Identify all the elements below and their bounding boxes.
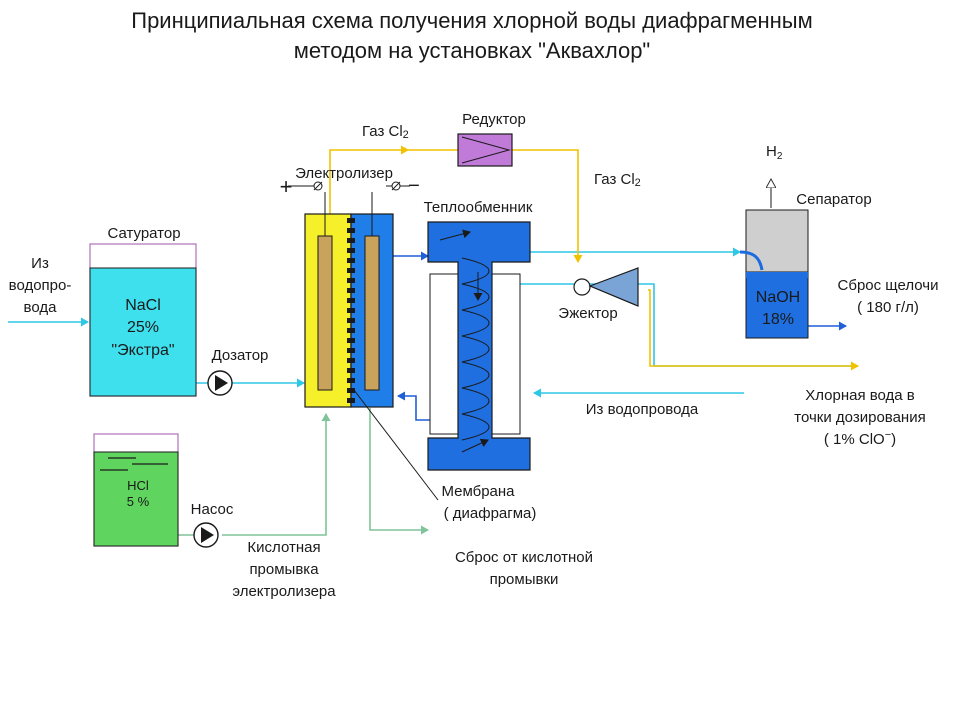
water-in-right-label: Из водопровода <box>586 401 699 418</box>
chlorine-water-label-1: Хлорная вода в <box>805 387 915 404</box>
acid-discharge-line <box>369 408 429 535</box>
saturator: Сатуратор NaCl 25% "Экстра" <box>89 225 197 397</box>
saturator-label: Сатуратор <box>107 225 180 242</box>
h2-text: H <box>766 143 777 160</box>
reducer-icon <box>457 133 513 167</box>
anode-terminal-icon <box>313 181 323 191</box>
hcl-tank <box>93 433 179 547</box>
h2-subscript: 2 <box>777 151 783 162</box>
gas-reducer-to-ejector-line <box>512 149 583 263</box>
reducer-label: Редуктор <box>462 111 526 128</box>
gas-cl2-top-subscript: 2 <box>403 129 409 141</box>
gas-cl2-up-line <box>329 145 409 216</box>
gas-cl2-right-label: Газ Cl2 <box>594 171 641 189</box>
hcl-label-1: HCl <box>127 478 149 493</box>
chlorine-water-text-3: ( 1% ClO <box>824 431 885 448</box>
membrane-label-1: Мембрана <box>441 483 515 500</box>
saturator-content-1: NaCl <box>125 297 161 314</box>
heat-exchanger-label: Теплообменник <box>424 199 533 216</box>
hcl-label-2: 5 % <box>127 494 150 509</box>
saturator-content-3: "Экстра" <box>111 342 174 359</box>
h2-label: H2 <box>766 143 783 162</box>
chlorine-water-out-line <box>648 289 859 371</box>
separator-label: Сепаратор <box>796 191 871 208</box>
gas-cl2-top-label: Газ Cl2 <box>362 123 409 141</box>
electrolyzer <box>288 181 410 408</box>
cathode <box>364 235 380 391</box>
acid-discharge-label-2: промывки <box>490 571 559 588</box>
water-in-label-1: Из <box>31 255 49 272</box>
dosator-label: Дозатор <box>212 347 269 364</box>
chlorine-water-superscript: − <box>885 429 891 441</box>
saturator-content-2: 25% <box>127 319 159 336</box>
anode <box>317 235 333 391</box>
diagram-title-line-1: Принципиальная схема получения хлорной в… <box>131 8 813 33</box>
acid-wash-lines <box>178 408 429 536</box>
gas-lines <box>329 145 859 371</box>
plus-sign: + <box>280 174 293 199</box>
gas-cl2-right-subscript: 2 <box>635 177 641 189</box>
alkali-discharge-label-1: Сброс щелочи <box>838 277 939 294</box>
membrane-leader-line <box>353 389 439 501</box>
acid-wash-label-1: Кислотная <box>247 539 320 556</box>
acid-wash-label-2: промывка <box>249 561 319 578</box>
electrolyzer-label: Электролизер <box>295 165 393 182</box>
dosator-pump-icon <box>207 370 233 396</box>
membrane-label-2: ( диафрагма) <box>444 505 537 522</box>
diagram-title-line-2: методом на установках "Аквахлор" <box>294 38 651 63</box>
separator-content-2: 18% <box>762 311 794 328</box>
separator-content-1: NaOH <box>756 289 800 306</box>
ejector-icon <box>573 267 639 307</box>
acid-wash-supply-line <box>222 413 331 536</box>
acid-wash-label-3: электролизера <box>232 583 336 600</box>
chlorine-water-text-3-end: ) <box>891 431 896 448</box>
heat-exchanger <box>427 221 531 471</box>
acid-pump-icon <box>193 522 219 548</box>
minus-sign: − <box>408 175 420 197</box>
cathode-terminal-icon <box>391 181 401 191</box>
gas-cl2-top-text: Газ Cl <box>362 123 403 140</box>
chlorine-water-label-3: ( 1% ClO−) <box>824 429 896 448</box>
gas-cl2-right-text: Газ Cl <box>594 171 635 188</box>
acid-discharge-label-1: Сброс от кислотной <box>455 549 593 566</box>
pump-label: Насос <box>191 501 234 518</box>
alkali-discharge-label-2: ( 180 г/л) <box>857 299 919 316</box>
water-in-label-3: вода <box>24 299 58 316</box>
water-in-label-2: водопро- <box>9 277 72 294</box>
ejector-label: Эжектор <box>558 305 617 322</box>
separator <box>739 180 809 339</box>
chlorine-water-label-2: точки дозирования <box>794 409 925 426</box>
